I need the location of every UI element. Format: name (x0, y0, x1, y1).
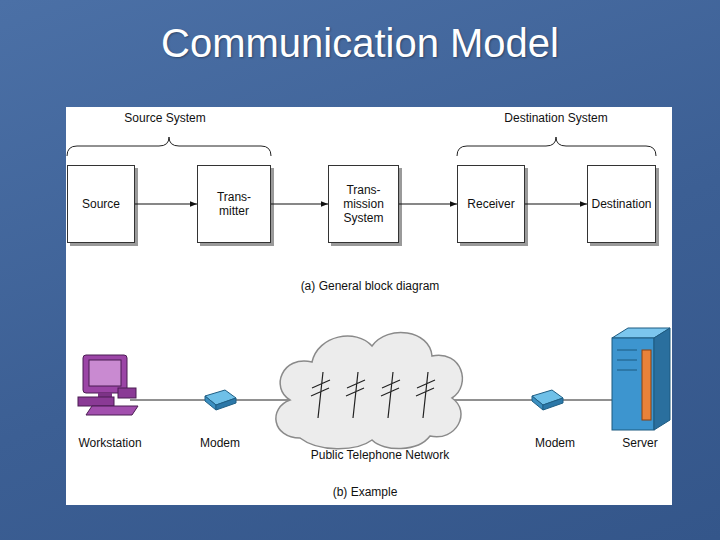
flow-arrow (135, 203, 197, 204)
box-label: Receiver (464, 197, 517, 211)
box-label: Trans- mitter (198, 190, 270, 218)
modem-icon (532, 390, 563, 410)
process-box: Receiver (457, 165, 525, 243)
process-box: Destination (587, 165, 656, 243)
diagram-label: Server (610, 436, 670, 450)
telephone-line-symbols (311, 372, 435, 418)
box-label: Source (79, 197, 123, 211)
diagram-label: Modem (190, 436, 250, 450)
diagram-label: Destination System (486, 111, 626, 125)
box-label: Trans- mission System (329, 183, 398, 225)
modem-icon (205, 390, 236, 410)
diagram-label: Public Telephone Network (295, 448, 465, 462)
diagram-label: Source System (95, 111, 235, 125)
workstation-icon (78, 355, 138, 415)
brace (457, 137, 656, 156)
brace (67, 137, 271, 156)
diagram-label: (b) Example (315, 485, 415, 499)
server-icon (612, 328, 670, 430)
process-box: Trans- mitter (197, 165, 271, 243)
box-label: Destination (588, 197, 654, 211)
diagram-label: Workstation (65, 436, 155, 450)
flow-arrow (271, 203, 328, 204)
flow-arrow (525, 203, 587, 204)
process-box: Trans- mission System (328, 165, 399, 243)
process-box: Source (67, 165, 135, 243)
flow-arrow (399, 203, 457, 204)
slide-title: Communication Model (0, 18, 720, 68)
diagram-label: (a) General block diagram (270, 279, 470, 293)
diagram-label: Modem (525, 436, 585, 450)
network-cloud (276, 333, 463, 449)
